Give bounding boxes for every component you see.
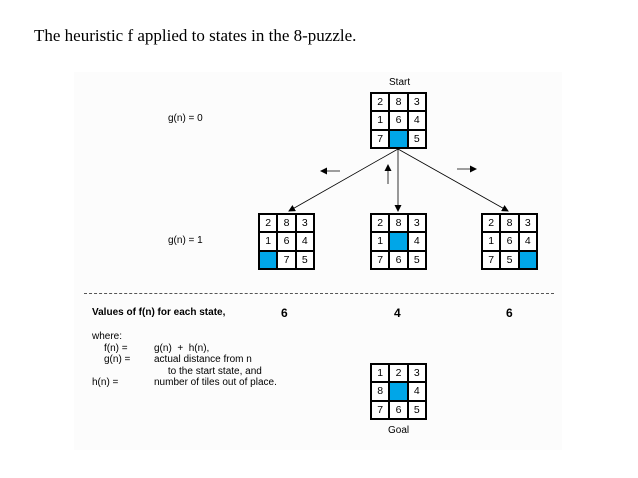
where-heading: where: — [92, 331, 123, 342]
f-value-left: 6 — [281, 306, 288, 320]
start-label: Start — [389, 77, 411, 88]
puzzle-tile: 6 — [500, 232, 519, 251]
puzzle-tile: 3 — [295, 214, 314, 233]
puzzle-tile: 1 — [371, 111, 390, 130]
goal-label: Goal — [388, 425, 410, 436]
diagram-panel — [74, 72, 562, 450]
puzzle-tile: 5 — [295, 250, 314, 269]
puzzle-tile: 8 — [371, 382, 390, 401]
puzzle-tile: 2 — [389, 364, 408, 383]
definition-row: to the start state, and — [92, 366, 277, 378]
definition-text: number of tiles out of place. — [154, 377, 277, 388]
puzzle-tile: 8 — [389, 214, 408, 233]
puzzle-tile: 7 — [482, 250, 501, 269]
page-title: The heuristic f applied to states in the… — [34, 26, 357, 45]
blank-tile — [259, 250, 278, 269]
blank-tile — [389, 129, 408, 148]
f-value-right: 6 — [506, 306, 513, 320]
puzzle-tile: 8 — [277, 214, 296, 233]
definition-text: actual distance from n — [154, 354, 252, 365]
puzzle-tile: 5 — [407, 400, 426, 419]
puzzle-tile: 4 — [295, 232, 314, 251]
puzzle-tile: 2 — [259, 214, 278, 233]
definitions-block: where: f(n) = g(n) + h(n), g(n) = actual… — [92, 331, 277, 389]
edge-to-right-child — [397, 148, 509, 212]
separator-dashed-line — [84, 293, 554, 294]
puzzle-tile: 2 — [482, 214, 501, 233]
puzzle-tile: 6 — [277, 232, 296, 251]
puzzle-tile: 4 — [518, 232, 537, 251]
values-heading: Values of f(n) for each state, — [92, 307, 226, 318]
puzzle-tile: 3 — [407, 93, 426, 112]
puzzle-tile: 7 — [277, 250, 296, 269]
puzzle-tile: 7 — [371, 129, 390, 148]
puzzle-tile: 6 — [389, 400, 408, 419]
puzzle-tile: 5 — [407, 129, 426, 148]
definition-key — [104, 366, 154, 378]
puzzle-tile: 3 — [407, 364, 426, 383]
puzzle-tile: 4 — [407, 382, 426, 401]
puzzle-tile: 1 — [259, 232, 278, 251]
definition-key: g(n) = — [104, 354, 131, 365]
blank-tile — [389, 382, 408, 401]
puzzle-tile: 7 — [371, 400, 390, 419]
definition-row: h(n) = number of tiles out of place. — [92, 377, 277, 389]
f-value-middle: 4 — [394, 306, 401, 320]
puzzle-tile: 1 — [482, 232, 501, 251]
definition-row: f(n) = g(n) + h(n), — [92, 343, 277, 355]
puzzle-tile: 3 — [518, 214, 537, 233]
puzzle-tile: 4 — [407, 111, 426, 130]
puzzle-tile: 2 — [371, 93, 390, 112]
definition-key: h(n) = — [92, 377, 119, 388]
definition-key: f(n) = — [104, 342, 128, 354]
puzzle-tile: 5 — [407, 250, 426, 269]
g-label-depth-1: g(n) = 1 — [168, 235, 203, 246]
puzzle-tile: 1 — [371, 364, 390, 383]
definition-row: g(n) = actual distance from n — [92, 354, 277, 366]
puzzle-tile: 1 — [371, 232, 390, 251]
blank-tile — [389, 232, 408, 251]
g-label-depth-0: g(n) = 0 — [168, 113, 203, 124]
puzzle-tile: 7 — [371, 250, 390, 269]
blank-tile — [518, 250, 537, 269]
puzzle-tile: 8 — [389, 93, 408, 112]
edge-to-left-child — [288, 148, 399, 212]
puzzle-tile: 3 — [407, 214, 426, 233]
puzzle-tile: 4 — [407, 232, 426, 251]
definition-text: to the start state, and — [154, 365, 262, 377]
puzzle-tile: 5 — [500, 250, 519, 269]
puzzle-tile: 2 — [371, 214, 390, 233]
puzzle-tile: 8 — [500, 214, 519, 233]
definition-text: g(n) + h(n), — [154, 342, 210, 354]
puzzle-tile: 6 — [389, 111, 408, 130]
puzzle-tile: 6 — [389, 250, 408, 269]
